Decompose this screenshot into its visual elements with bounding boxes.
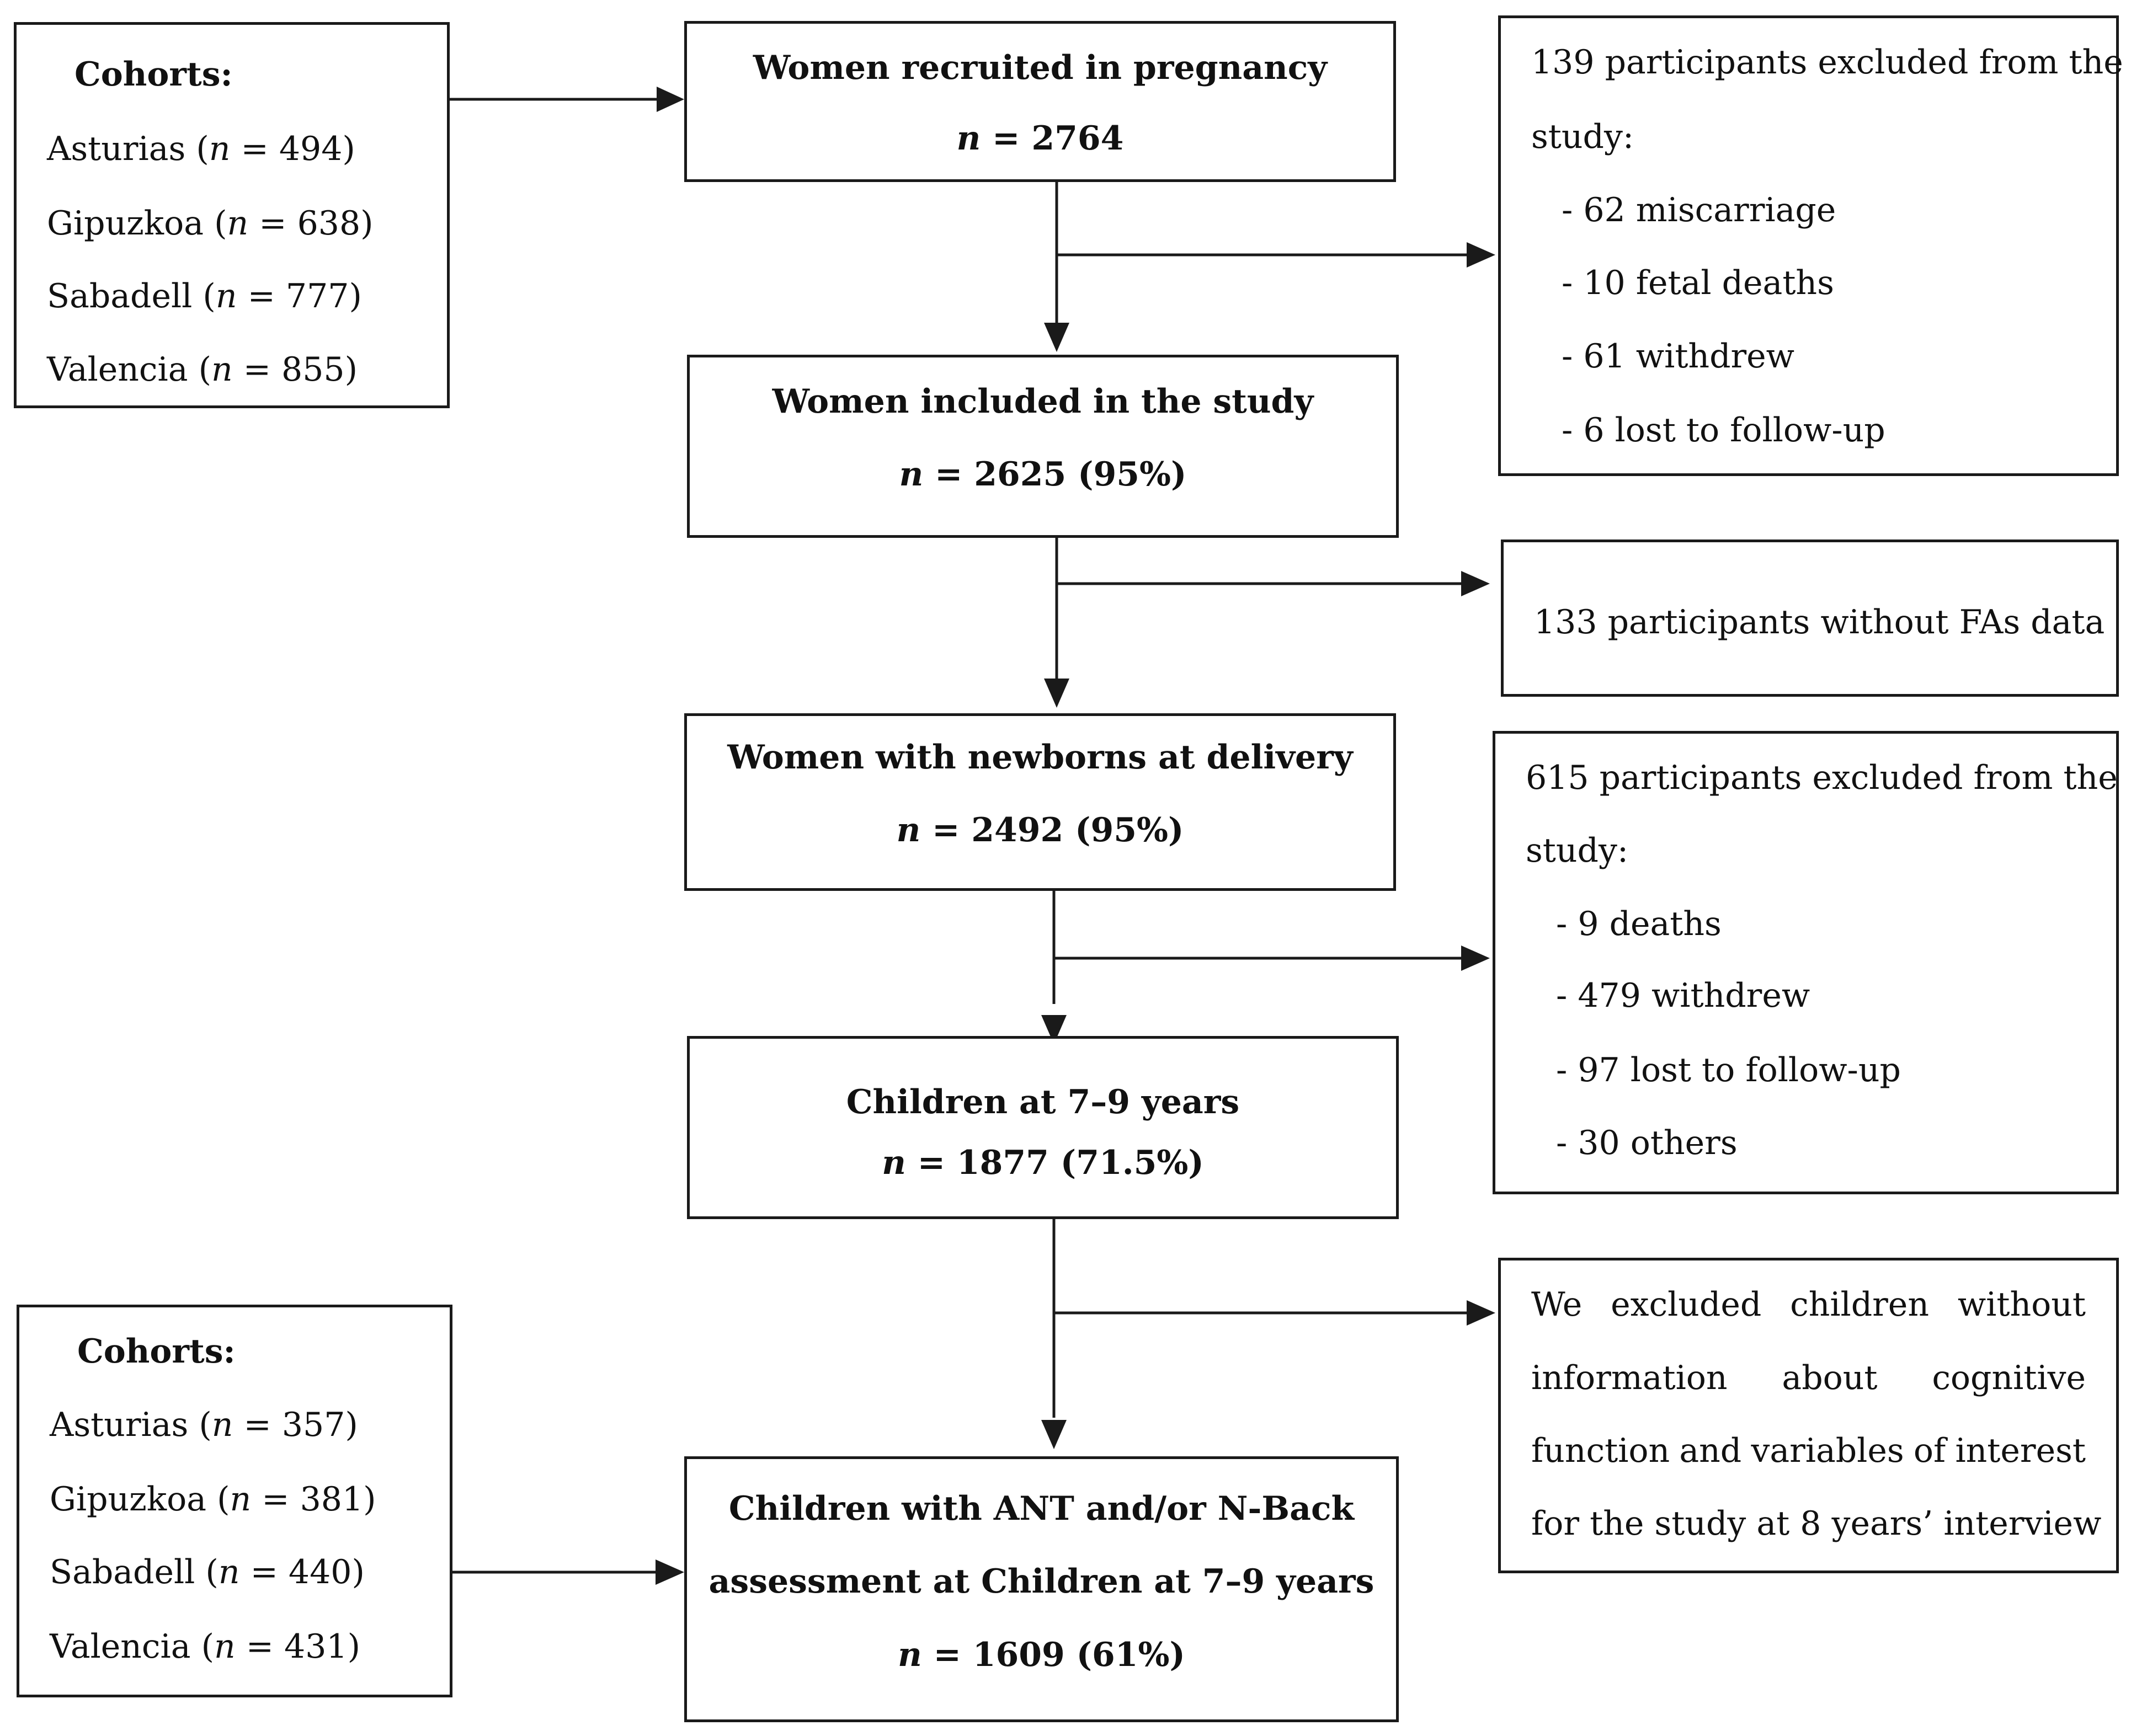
step-title-line2: assessment at Children at 7–9 years bbox=[708, 1562, 1375, 1601]
arrowhead bbox=[1467, 242, 1495, 268]
step-newborns: Women with newborns at delivery n = 2492… bbox=[684, 713, 1396, 891]
step-count: n = 2625 (95%) bbox=[899, 455, 1187, 494]
arrowhead bbox=[657, 87, 684, 112]
arrowhead bbox=[1467, 1300, 1495, 1326]
exclusion-item: - 479 withdrew bbox=[1556, 976, 1810, 1015]
exclusion-heading-cont: study: bbox=[1531, 117, 1634, 156]
exclusion-item: - 9 deaths bbox=[1556, 905, 1722, 943]
cohort-item: Asturias (n = 494) bbox=[47, 130, 355, 168]
arrowhead bbox=[1041, 1420, 1067, 1449]
step-included: Women included in the study n = 2625 (95… bbox=[687, 355, 1399, 538]
arrowhead bbox=[1461, 571, 1490, 596]
step-final-sample: Children with ANT and/or N-Back assessme… bbox=[684, 1456, 1399, 1722]
exclusion-text-line: We excluded children without bbox=[1531, 1285, 2086, 1324]
arrowhead bbox=[1041, 1015, 1067, 1044]
exclusion-heading: 139 participants excluded from the bbox=[1531, 43, 2123, 82]
exclusion-box-3: 615 participants excluded from the study… bbox=[1493, 731, 2119, 1194]
exclusion-heading-cont: study: bbox=[1526, 831, 1629, 870]
arrowhead bbox=[1044, 323, 1069, 352]
arrowhead bbox=[1461, 946, 1490, 971]
exclusion-item: - 30 others bbox=[1556, 1124, 1738, 1162]
exclusion-box-2: 133 participants without FAs data bbox=[1501, 540, 2119, 697]
step-count: n = 1877 (71.5%) bbox=[882, 1144, 1204, 1182]
exclusion-item: - 62 miscarriage bbox=[1562, 191, 1836, 229]
cohort-item: Sabadell (n = 440) bbox=[50, 1553, 365, 1591]
exclusion-item: - 61 withdrew bbox=[1562, 337, 1795, 376]
exclusion-text: 133 participants without FAs data bbox=[1534, 603, 2105, 642]
step-title: Children at 7–9 years bbox=[846, 1083, 1240, 1121]
exclusion-heading: 615 participants excluded from the bbox=[1526, 759, 2118, 797]
exclusion-text-line: information about cognitive bbox=[1531, 1359, 2086, 1397]
step-title: Women recruited in pregnancy bbox=[753, 49, 1328, 87]
arrowhead bbox=[656, 1559, 684, 1585]
exclusion-item: - 6 lost to follow-up bbox=[1562, 411, 1885, 450]
step-count: n = 2764 bbox=[956, 119, 1124, 158]
cohorts-box-bottom: Cohorts: Asturias (n = 357) Gipuzkoa (n … bbox=[17, 1305, 452, 1697]
step-count: n = 1609 (61%) bbox=[898, 1636, 1185, 1674]
exclusion-item: - 10 fetal deaths bbox=[1562, 264, 1834, 302]
arrowhead bbox=[1044, 679, 1069, 708]
step-count: n = 2492 (95%) bbox=[896, 811, 1184, 850]
cohort-item: Valencia (n = 431) bbox=[50, 1627, 360, 1666]
cohort-item: Sabadell (n = 777) bbox=[47, 277, 362, 316]
cohort-item: Valencia (n = 855) bbox=[47, 350, 358, 389]
cohorts-box-top: Cohorts: Asturias (n = 494) Gipuzkoa (n … bbox=[14, 22, 450, 408]
step-recruited: Women recruited in pregnancy n = 2764 bbox=[684, 21, 1396, 182]
cohort-item: Gipuzkoa (n = 381) bbox=[50, 1480, 376, 1519]
cohorts-title: Cohorts: bbox=[77, 1332, 236, 1371]
cohort-item: Gipuzkoa (n = 638) bbox=[47, 204, 374, 243]
exclusion-text-line: function and variables of interest bbox=[1531, 1431, 2086, 1470]
exclusion-item: - 97 lost to follow-up bbox=[1556, 1051, 1901, 1089]
exclusion-text-last-line: for the study at 8 years’ interview bbox=[1531, 1504, 2102, 1543]
step-title: Women included in the study bbox=[772, 382, 1314, 421]
step-title: Women with newborns at delivery bbox=[727, 738, 1353, 777]
step-title: Children with ANT and/or N-Back bbox=[728, 1489, 1355, 1528]
exclusion-box-1: 139 participants excluded from the study… bbox=[1498, 15, 2123, 476]
cohorts-title: Cohorts: bbox=[74, 55, 233, 94]
exclusion-box-4: We excluded children without information… bbox=[1498, 1258, 2119, 1573]
cohort-item: Asturias (n = 357) bbox=[50, 1406, 358, 1444]
step-children-7-9: Children at 7–9 years n = 1877 (71.5%) bbox=[687, 1036, 1399, 1219]
